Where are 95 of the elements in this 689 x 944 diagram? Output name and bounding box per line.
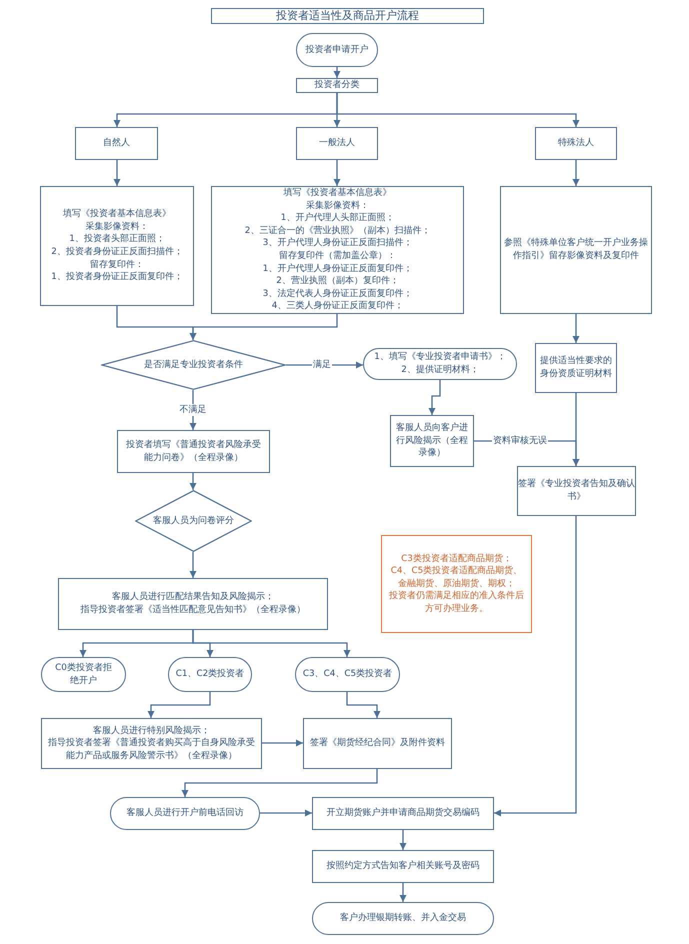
step-text: 采集影像资料： [86,220,148,234]
step-text: 签署《期货经纪合同》及附件资料 [310,737,445,750]
step-text: 按照约定方式告知客户相关账号及密码 [326,860,480,873]
step-text: 是否满足专业投资者条件 [144,358,243,372]
arrow [114,160,120,186]
arrow [190,552,196,578]
process-box [211,186,464,314]
arrow [428,380,441,415]
step-text: 特殊法人 [557,137,595,150]
step-text: 2、提供证明材料； [401,364,479,377]
step-text: 指导投资者签署《适当性匹配意见告知书》（全程录像） [80,604,306,617]
terminal-box [168,657,252,692]
terminal-box [295,657,400,692]
step-text: C3、C4、C5类投资者 [302,668,392,681]
arrow [346,692,380,718]
note-text: C3类投资者适配商品期货； [401,552,512,566]
step-text: 一般法人 [318,137,356,150]
process-box [535,343,617,393]
step-text: 3、开户代理人身份证正反面扫描件； [262,237,412,250]
step-text: 参照《特殊单位客户统一开户业务操作指引》留存影像资料及复印件 [503,237,649,263]
step-text: 1、投资者头部正面照； [69,233,165,246]
process-box [535,127,617,160]
edge-label: 满足 [312,359,332,371]
step-text: 投资者填写《普通投资者风险承受能力问卷》（全程录像） [125,438,262,464]
process-box [75,127,158,160]
process-box [296,127,378,160]
step-text: 客服人员进行匹配结果告知及风险揭示； [112,591,274,604]
arrow [334,67,340,78]
process-box [517,466,636,516]
process-box [41,718,262,769]
arrow [336,93,580,127]
decision-diamond [101,340,286,390]
step-text: 2、三证合一的《营业执照》（副本）扫描件； [244,224,430,238]
process-box [117,430,270,473]
edge-label: 不满足 [178,404,208,416]
arrow [260,810,312,816]
process-box [312,850,494,883]
process-box [296,78,378,93]
terminal-box [110,797,260,830]
arrow [572,314,580,343]
step-text: 提供适当性要求的身份资质证明材料 [539,355,613,381]
process-box [40,186,194,306]
step-text: 1、投资者身份证正反面复印件； [51,271,183,284]
process-box [312,797,494,830]
arrow [192,630,350,657]
arrow [572,160,580,186]
arrow [494,516,577,816]
step-text: 1、开户代理人身份证正反面复印件； [262,262,412,276]
step-text: 3、法定代表人身份证正反面复印件； [262,288,412,300]
arrow [572,393,580,466]
step-text: 留存复印件（需加盖公章）： [279,250,396,263]
arrow [400,883,406,902]
step-text: 客服人员进行开户前电话回访 [126,807,244,820]
step-text: 2、投资者身份证正反面扫描件； [51,246,183,259]
step-text: 2、营业执照（副本）复印件； [276,275,399,288]
step-text: 客户办理银期转账、并入金交易 [340,912,466,925]
note-text: 投资者仍需满足相应的准入条件后方可办理业务。 [388,590,525,616]
step-text: 客服人员进行特别风险揭示； [92,724,211,737]
step-text: 投资者申请开户 [306,44,368,56]
arrow [400,830,406,850]
step-text: C1、C2类投资者 [176,668,244,681]
step-text: 留存复印件： [90,258,144,272]
step-text: 投资者分类 [314,79,360,92]
arrow [334,160,340,186]
arrow [190,473,196,490]
step-text: 采集影像资料： [306,200,369,212]
process-box [390,415,474,467]
decision-diamond [135,490,252,552]
process-box [58,578,328,630]
step-text: 签署《专业投资者告知及确认书》 [518,478,635,504]
process-box [303,718,452,769]
terminal-box [296,33,378,67]
step-text: C0类投资者拒绝开户 [54,662,113,688]
terminal-box [312,902,494,935]
terminal-box [41,657,126,692]
title: 投资者适当性及商品开户流程 [211,8,484,24]
step-text: 自然人 [102,137,131,150]
process-box [500,186,652,314]
step-text: 指导投资者签署《普通投资者购买高于自身风险承受能力产品或服务风险警示书》（全程录像） [47,737,256,762]
step-text: 填写《投资者基本信息表》 [284,187,392,200]
edge-label: 资料审核无误 [492,435,548,447]
arrow [262,740,303,746]
step-text: 开立期货账户并申请商品期货交易编码 [326,807,480,820]
step-text: 客服人员向客户进行风险揭示（全程录像） [395,422,469,460]
arrow [148,692,211,718]
step-text: 1、开户代理人头部正面照； [280,212,394,225]
terminal-box [363,348,517,380]
step-text: 4、三类人身份证正反面复印件； [272,300,404,313]
step-text: 填写《投资者基本信息表》 [63,208,171,221]
arrow [182,769,378,797]
step-text: 1、填写《专业投资者申请书》； [374,351,506,364]
step-text: 客服人员为问卷评分 [153,514,234,528]
arrow [190,314,338,340]
note-text: C4、C5类投资者适配商品期货、金融期货、原油期货、期权； [390,565,524,590]
note-box [381,535,532,633]
